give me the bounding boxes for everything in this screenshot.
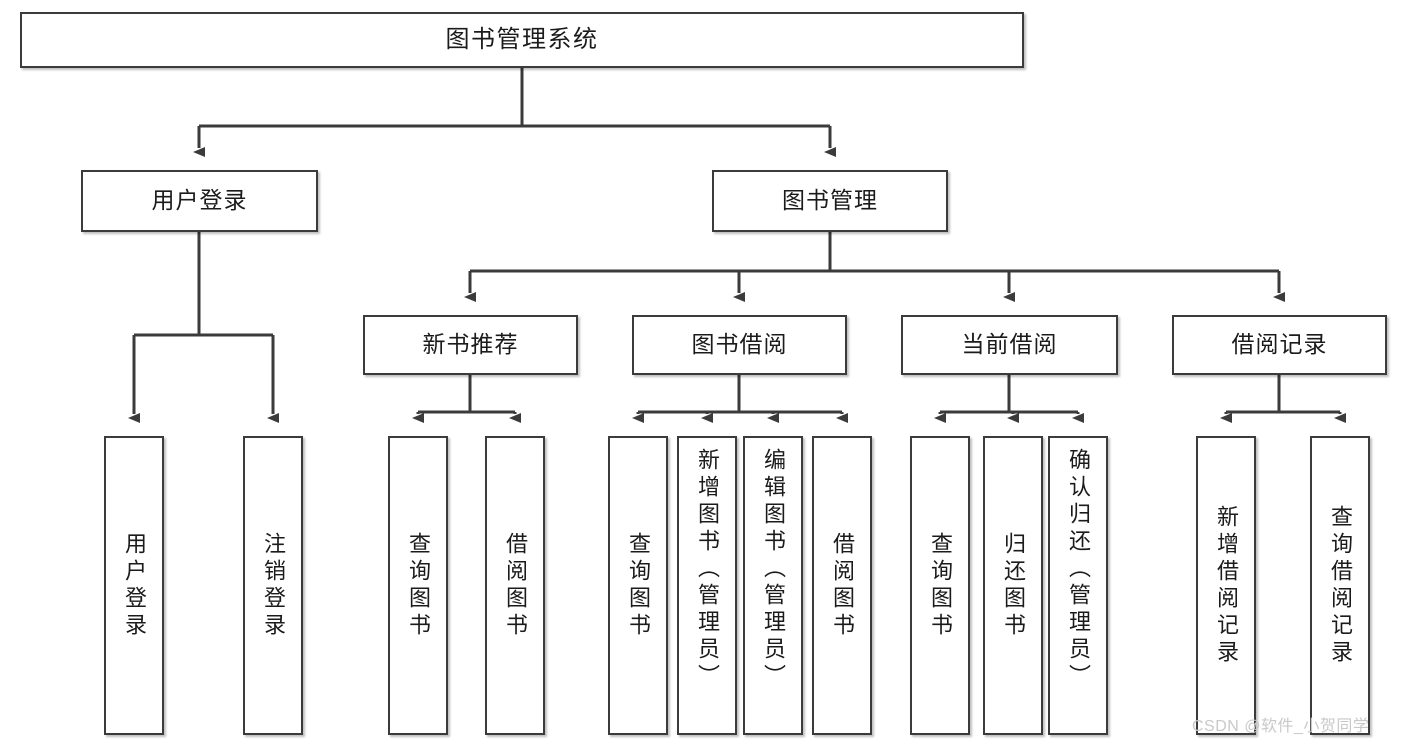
node-edit-book-admin[interactable]: 编辑图书（管理员） [743, 436, 803, 735]
node-user-login-leaf[interactable]: 用户登录 [104, 436, 164, 735]
node-query-book-1-label: 查询图书 [406, 531, 431, 640]
node-borrow-record[interactable]: 借阅记录 [1172, 315, 1387, 375]
node-book-management-label: 图书管理 [782, 187, 878, 214]
node-user-login-label: 用户登录 [151, 187, 248, 214]
node-borrow-book-1-label: 借阅图书 [503, 531, 528, 640]
node-book-management[interactable]: 图书管理 [712, 170, 948, 232]
node-user-login[interactable]: 用户登录 [81, 170, 318, 232]
node-book-borrow-label: 图书借阅 [691, 331, 788, 358]
node-query-book-3-label: 查询图书 [928, 531, 953, 640]
node-return-book-label: 归还图书 [1001, 531, 1026, 640]
node-root-label: 图书管理系统 [445, 25, 599, 53]
node-current-borrow[interactable]: 当前借阅 [901, 315, 1118, 375]
node-borrow-book-1[interactable]: 借阅图书 [485, 436, 545, 735]
node-query-borrow-record[interactable]: 查询借阅记录 [1310, 436, 1370, 735]
node-add-book-admin-label: 新增图书（管理员） [695, 448, 720, 691]
node-user-login-leaf-label: 用户登录 [122, 531, 147, 640]
node-new-book-recommend[interactable]: 新书推荐 [363, 315, 578, 375]
node-add-borrow-record[interactable]: 新增借阅记录 [1196, 436, 1256, 735]
node-confirm-return-admin[interactable]: 确认归还（管理员） [1048, 436, 1108, 735]
node-query-book-3[interactable]: 查询图书 [910, 436, 970, 735]
node-confirm-return-admin-label: 确认归还（管理员） [1066, 448, 1091, 691]
node-user-logout-leaf[interactable]: 注销登录 [243, 436, 303, 735]
node-add-borrow-record-label: 新增借阅记录 [1214, 504, 1239, 667]
node-query-borrow-record-label: 查询借阅记录 [1328, 504, 1353, 667]
node-query-book-1[interactable]: 查询图书 [388, 436, 448, 735]
node-query-book-2[interactable]: 查询图书 [608, 436, 668, 735]
node-new-book-recommend-label: 新书推荐 [422, 331, 519, 358]
node-return-book[interactable]: 归还图书 [983, 436, 1043, 735]
node-root[interactable]: 图书管理系统 [20, 12, 1024, 68]
node-book-borrow[interactable]: 图书借阅 [632, 315, 847, 375]
node-borrow-record-label: 借阅记录 [1231, 331, 1328, 358]
node-borrow-book-2-label: 借阅图书 [830, 531, 855, 640]
node-add-book-admin[interactable]: 新增图书（管理员） [677, 436, 737, 735]
node-borrow-book-2[interactable]: 借阅图书 [812, 436, 872, 735]
node-edit-book-admin-label: 编辑图书（管理员） [761, 448, 786, 691]
node-user-logout-leaf-label: 注销登录 [261, 531, 286, 640]
node-current-borrow-label: 当前借阅 [961, 331, 1058, 358]
node-query-book-2-label: 查询图书 [626, 531, 651, 640]
